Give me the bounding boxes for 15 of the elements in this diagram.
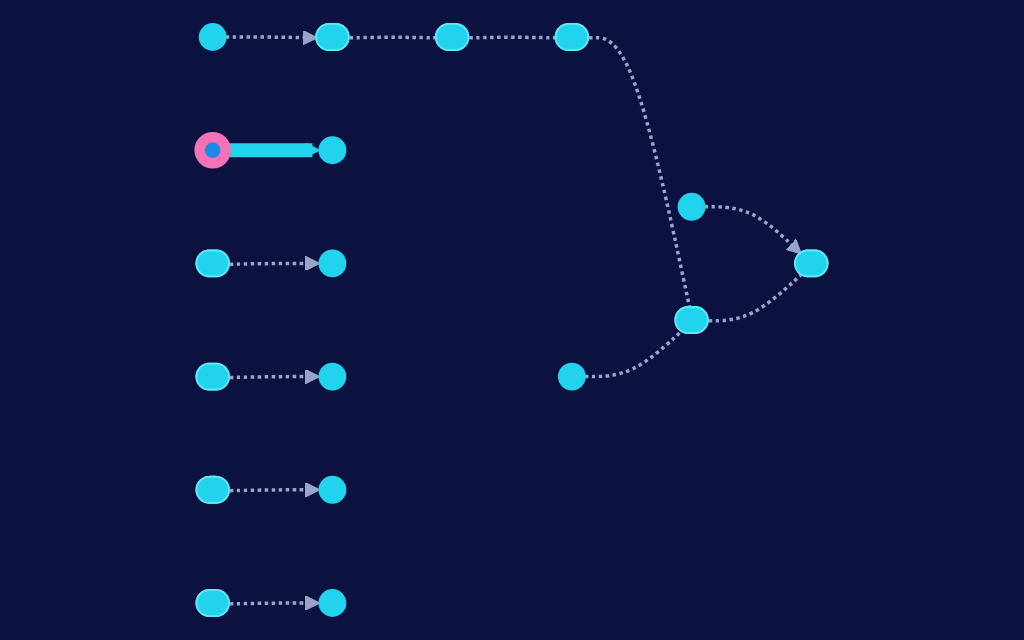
step-pill	[195, 249, 230, 278]
dashed-connector	[708, 273, 803, 323]
step-pill	[794, 249, 829, 278]
step-pill	[674, 306, 709, 334]
dashed-connector	[584, 330, 683, 379]
step-pill	[195, 475, 230, 504]
dashed-connector	[349, 35, 437, 40]
dashed-connector	[589, 36, 692, 309]
start-circle	[194, 131, 231, 169]
step-pill	[554, 23, 590, 51]
step-pill	[195, 589, 230, 617]
dashed-connector	[704, 205, 802, 255]
step-pill	[315, 23, 350, 51]
step-pill	[434, 23, 470, 51]
step-pill	[195, 362, 230, 391]
